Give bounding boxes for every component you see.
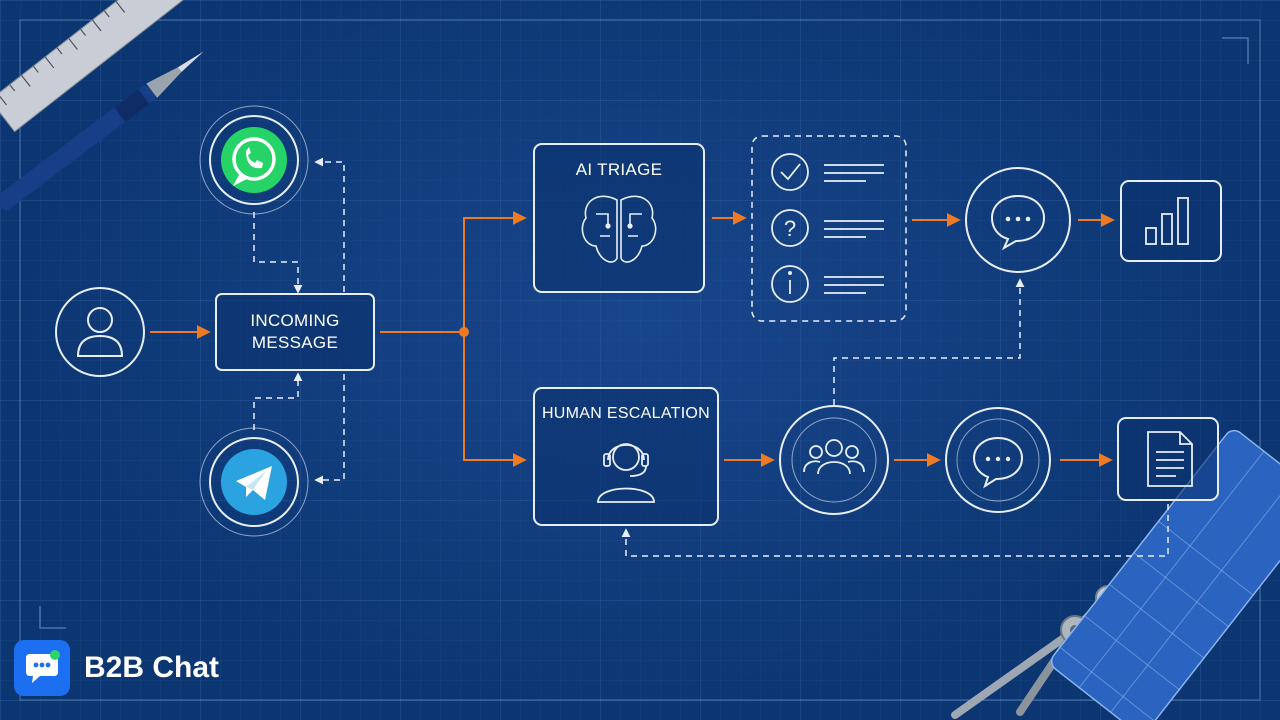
human-escalation-box (533, 387, 719, 526)
chat-bubble-icon (972, 436, 1024, 489)
checklist-box: ? (751, 135, 907, 322)
question-glyph: ? (784, 216, 796, 241)
headset-agent-icon (597, 443, 655, 503)
whatsapp-node (199, 105, 309, 215)
user-node (55, 287, 145, 377)
user-icon (76, 307, 124, 357)
chat-node-human (945, 407, 1051, 513)
team-icon (803, 439, 865, 475)
brand-logo-icon (14, 640, 70, 696)
blueprint-frame (19, 19, 1261, 701)
ai-triage-label: AI TRIAGE (575, 160, 663, 179)
checklist-icon (771, 153, 884, 303)
analytics-box (1120, 180, 1222, 262)
document-icon (1147, 431, 1193, 487)
incoming-message-box (215, 293, 375, 371)
telegram-icon (221, 449, 287, 515)
bar-chart-icon (1145, 197, 1189, 245)
whatsapp-icon (221, 127, 287, 193)
junction-dot (459, 327, 469, 337)
human-escalation-label: HUMAN ESCALATION (541, 405, 711, 422)
brain-icon (581, 195, 657, 263)
incoming-message-label: INCOMING MESSAGE (250, 311, 340, 352)
telegram-node (199, 427, 309, 537)
brand-name: B2B Chat (84, 651, 220, 684)
info-dot (788, 271, 792, 275)
team-node (779, 405, 889, 515)
connectors-dashed (253, 157, 1169, 557)
chat-node-ai (965, 167, 1071, 273)
chat-bubble-icon (990, 194, 1046, 251)
brand-badge: B2B Chat (14, 640, 219, 696)
pen-decoration (0, 51, 204, 211)
ruler-decoration (0, 0, 221, 133)
connectors-solid (150, 211, 1115, 467)
ai-triage-box (533, 143, 705, 293)
document-box (1117, 417, 1219, 501)
